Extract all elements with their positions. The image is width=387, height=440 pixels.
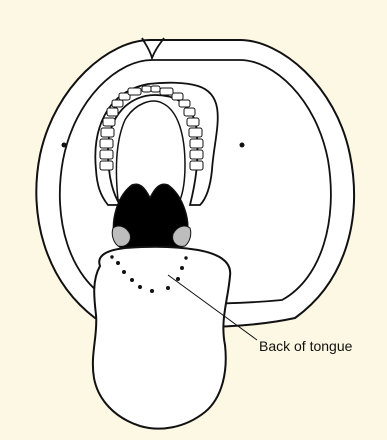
right-dot [240,143,245,148]
back-of-tongue-label: Back of tongue [259,338,352,354]
palate [116,101,185,200]
tongue [93,247,230,429]
teeth-front [142,86,160,92]
left-dot [62,143,67,148]
